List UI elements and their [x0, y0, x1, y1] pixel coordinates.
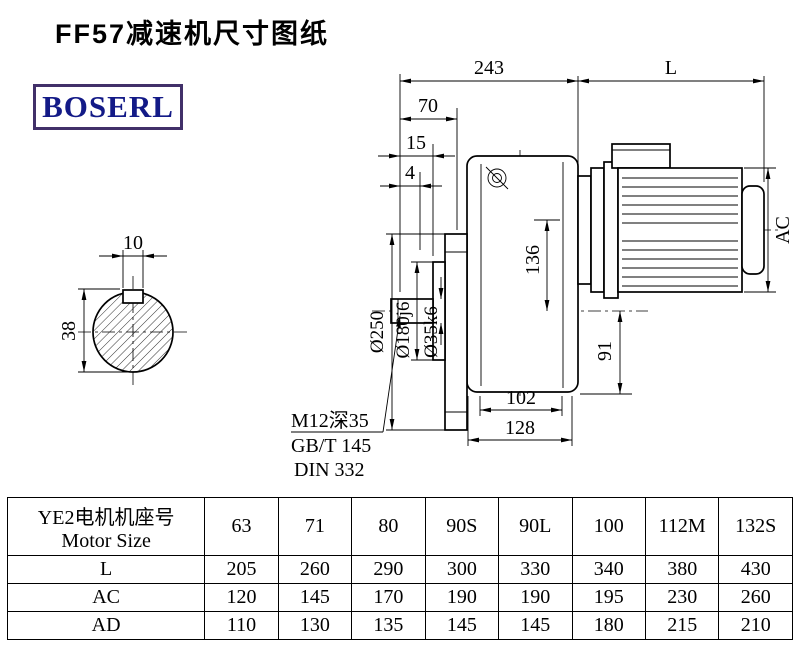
table-header-row: YE2电机机座号 Motor Size 63 71 80 90S 90L 100…	[6, 497, 793, 556]
table-cell: 145	[498, 611, 573, 640]
table-row-AC: AC 120 145 170 190 190 195 230 260	[6, 583, 793, 612]
dimension-drawing-svg: 10 38	[58, 57, 794, 481]
dim-key-width: 10	[99, 232, 167, 288]
row-label: L	[6, 555, 206, 584]
dim-flange-dia: Ø250	[367, 233, 445, 431]
dim-102: 102	[479, 387, 563, 416]
dim-text-91: 91	[594, 341, 616, 361]
table-cell: 195	[571, 583, 646, 612]
dimensions: 243 L 70 15 4	[291, 57, 794, 481]
table-cell: 145	[277, 583, 353, 612]
motor-front-flange	[603, 161, 619, 299]
size-col-header: 63	[204, 497, 279, 556]
brand-logo: BOSERL	[33, 84, 183, 130]
table-row-AD: AD 110 130 135 145 145 180 215 210	[6, 611, 793, 640]
table-cell: 205	[204, 555, 279, 584]
size-col-header: 71	[277, 497, 353, 556]
keyway-slot	[122, 289, 144, 304]
motor-fins	[622, 177, 738, 287]
dim-text-136: 136	[522, 245, 544, 275]
header-motor-size-en: Motor Size	[61, 529, 151, 552]
dim-91: 91	[580, 311, 632, 395]
row-label: AD	[6, 611, 206, 640]
dim-text-243: 243	[474, 57, 504, 79]
dim-136: 136	[522, 219, 560, 311]
table-cell: 120	[204, 583, 279, 612]
dim-text-10: 10	[123, 232, 143, 254]
dim-text-70: 70	[418, 95, 438, 117]
table-cell: 260	[277, 555, 353, 584]
table-cell: 380	[644, 555, 720, 584]
dim-text-128: 128	[505, 417, 535, 439]
table-cell: 260	[718, 583, 793, 612]
table-cell: 230	[644, 583, 720, 612]
shaft-circle	[92, 291, 174, 373]
row-label: AC	[6, 583, 206, 612]
dim-4: 4	[380, 162, 442, 189]
header-motor-size-cn: YE2电机机座号	[37, 506, 175, 529]
dim-text-L: L	[665, 57, 677, 79]
dim-text-102: 102	[506, 387, 536, 409]
size-col-header: 90L	[498, 497, 573, 556]
dim-text-spigot-dia: Ø180j6	[393, 302, 414, 359]
table-cell: 190	[498, 583, 573, 612]
tapped-hole-note: M12深35 GB/T 145 DIN 332	[291, 315, 401, 481]
dim-AC: AC	[744, 167, 794, 293]
table-cell: 215	[644, 611, 720, 640]
table-cell: 210	[718, 611, 793, 640]
table-cell: 430	[718, 555, 793, 584]
dim-shaft-dia: Ø35k6	[421, 277, 444, 358]
table-cell: 190	[424, 583, 500, 612]
size-col-header: 90S	[424, 497, 500, 556]
gearbox-side-view	[372, 143, 780, 431]
table-cell: 300	[424, 555, 500, 584]
tap-note-text: M12深35	[291, 409, 369, 432]
dim-text-AC: AC	[772, 216, 794, 244]
motor-adapter	[577, 175, 592, 285]
table-cell: 170	[351, 583, 426, 612]
table-cell: 110	[204, 611, 279, 640]
size-col-header: 100	[571, 497, 646, 556]
table-cell: 290	[351, 555, 426, 584]
table-row-L: L 205 260 290 300 330 340 380 430	[6, 555, 793, 584]
size-col-header: 80	[351, 497, 426, 556]
table-cell: 330	[498, 555, 573, 584]
size-col-header: 112M	[644, 497, 720, 556]
dim-text-flange-dia: Ø250	[367, 311, 388, 353]
standard-gb-text: GB/T 145	[291, 435, 371, 457]
motor-adapter-flange	[590, 167, 605, 293]
bolt-hole-circle	[487, 168, 507, 188]
table-cell: 135	[351, 611, 426, 640]
page-title: FF57减速机尺寸图纸	[55, 19, 330, 49]
dim-text-38: 38	[58, 321, 80, 341]
dim-128: 128	[467, 396, 573, 446]
table-cell: 145	[424, 611, 500, 640]
dim-shaft-height: 38	[58, 288, 130, 373]
fan-cover	[741, 185, 765, 275]
dim-L: L	[578, 57, 764, 84]
mounting-flange	[444, 233, 468, 431]
motor-body	[617, 167, 743, 293]
dim-15: 15	[378, 132, 455, 159]
table-cell: 180	[571, 611, 646, 640]
terminal-box	[611, 143, 671, 169]
standard-din-text: DIN 332	[294, 459, 365, 481]
dim-text-4: 4	[405, 162, 415, 184]
size-col-header: 132S	[718, 497, 793, 556]
dim-spigot-dia: Ø180j6	[393, 261, 433, 361]
dim-70: 70	[400, 95, 457, 122]
table-cell: 130	[277, 611, 353, 640]
shaft-section-view: 10 38	[58, 232, 188, 388]
motor-size-table: YE2电机机座号 Motor Size 63 71 80 90S 90L 100…	[6, 497, 793, 640]
dim-text-shaft-dia: Ø35k6	[421, 306, 442, 358]
header-motor-size: YE2电机机座号 Motor Size	[6, 497, 206, 556]
dim-243: 243	[400, 57, 578, 84]
dim-text-15: 15	[406, 132, 426, 154]
table-cell: 340	[571, 555, 646, 584]
